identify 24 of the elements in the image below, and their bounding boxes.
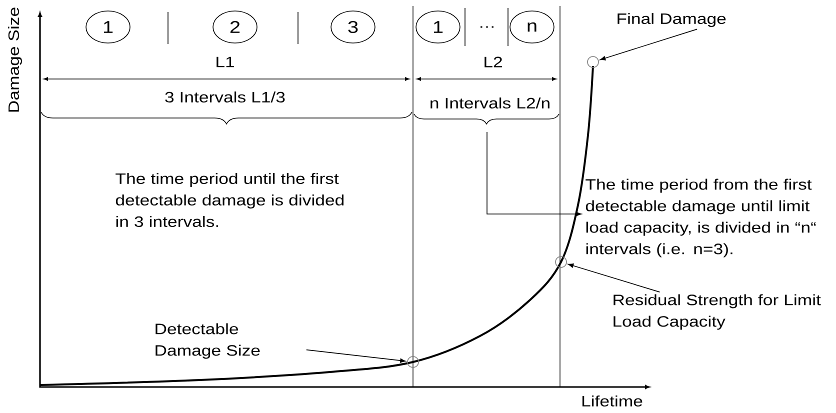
arrow <box>486 132 582 216</box>
arrow <box>306 349 406 363</box>
interval-number: 1 <box>86 10 130 44</box>
interval-number: n <box>510 10 554 44</box>
label-text: Lifetime <box>582 396 642 406</box>
interval-number: 3 <box>330 10 376 44</box>
label-text: L1 <box>216 56 234 68</box>
annotation-text: Detectable Damage Size <box>156 323 260 359</box>
point-marker <box>407 356 419 368</box>
label-text: L2 <box>484 56 502 68</box>
point-marker <box>587 56 599 68</box>
label-text: … <box>480 26 494 28</box>
interval-number: 1 <box>416 10 460 44</box>
point-marker <box>555 256 567 268</box>
label-text: n Intervals L2/n <box>430 98 550 108</box>
arrow <box>568 264 660 292</box>
annotation-text: The time period from the first detectable damage until limit load capacity, is divided in “n“ intervals (i.e. n=3). <box>586 178 816 258</box>
annotation-text: Final Damage <box>618 13 726 27</box>
annotation-text: The time period until the first detectable damage is divided in 3 intervals. <box>116 173 344 227</box>
arrow <box>600 28 698 60</box>
label-text: Damage Size <box>8 8 22 112</box>
annotation-text: Residual Strength for Limit Load Capacity <box>614 294 821 330</box>
interval-number: 2 <box>212 10 258 44</box>
label-text: 3 Intervals L1/3 <box>165 92 285 102</box>
